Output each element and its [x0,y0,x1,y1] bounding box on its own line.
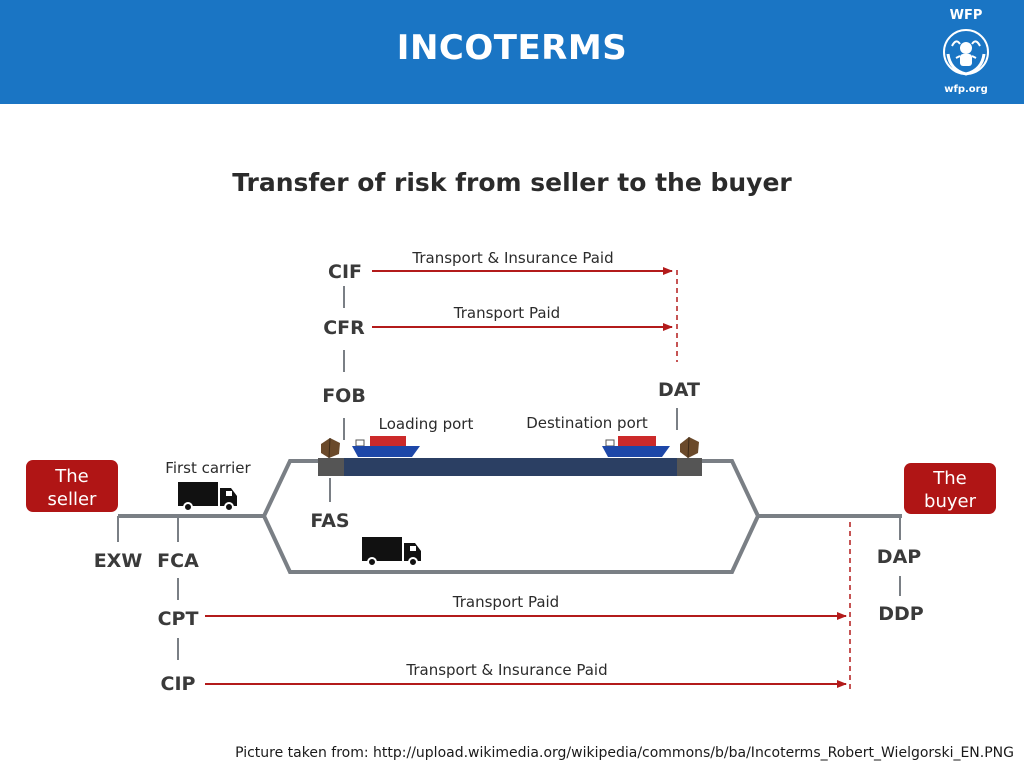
loading-cargo-icon [321,437,340,459]
buyer-box: The buyer [904,463,996,514]
seller-label-line1: The [54,466,88,487]
term-cif: CIF [328,261,362,283]
term-cip: CIP [161,673,196,695]
term-fob: FOB [322,385,366,407]
ocean-route-bar [318,458,702,476]
cfr-arrow-label: Transport Paid [453,304,560,322]
destination-port-dock [677,458,702,476]
term-fas: FAS [310,510,349,532]
loading-port-label: Loading port [379,415,474,433]
incoterms-diagram: Transport & Insurance Paid Transport Pai… [26,249,996,695]
cip-arrow-label: Transport & Insurance Paid [405,661,607,679]
cif-arrow-label: Transport & Insurance Paid [411,249,613,267]
buyer-label-line1: The [932,468,966,489]
logo-text-bottom: wfp.org [944,84,988,95]
term-cpt: CPT [158,608,199,630]
loading-port-dock [318,458,344,476]
term-ddp: DDP [878,603,924,625]
wfp-logo: WFP wfp.org [930,8,1002,96]
seller-box: The seller [26,460,118,512]
seller-label-line2: seller [48,489,98,510]
header-bar: INCOTERMS WFP wfp.org [0,0,1024,104]
first-carrier-label: First carrier [165,459,251,477]
destination-cargo-icon [680,436,699,459]
term-exw: EXW [94,550,143,572]
term-cfr: CFR [323,317,365,339]
cpt-arrow-label: Transport Paid [452,593,559,611]
route-track [118,459,902,574]
destination-port-label: Destination port [526,414,648,432]
loading-ship-icon [352,436,420,457]
first-carrier-truck-icon [178,482,237,512]
destination-ship-icon [602,436,670,457]
term-connectors [117,286,901,660]
inland-truck-icon [362,537,421,567]
buyer-label-line2: buyer [924,491,977,512]
term-dap: DAP [877,546,921,568]
diagram-subtitle: Transfer of risk from seller to the buye… [232,168,792,197]
source-credit: Picture taken from: http://upload.wikime… [235,745,1014,761]
wfp-wreath-icon [943,29,989,76]
term-dat: DAT [658,379,700,401]
logo-text-top: WFP [949,8,983,23]
page-title: INCOTERMS [396,28,628,68]
term-fca: FCA [157,550,199,572]
